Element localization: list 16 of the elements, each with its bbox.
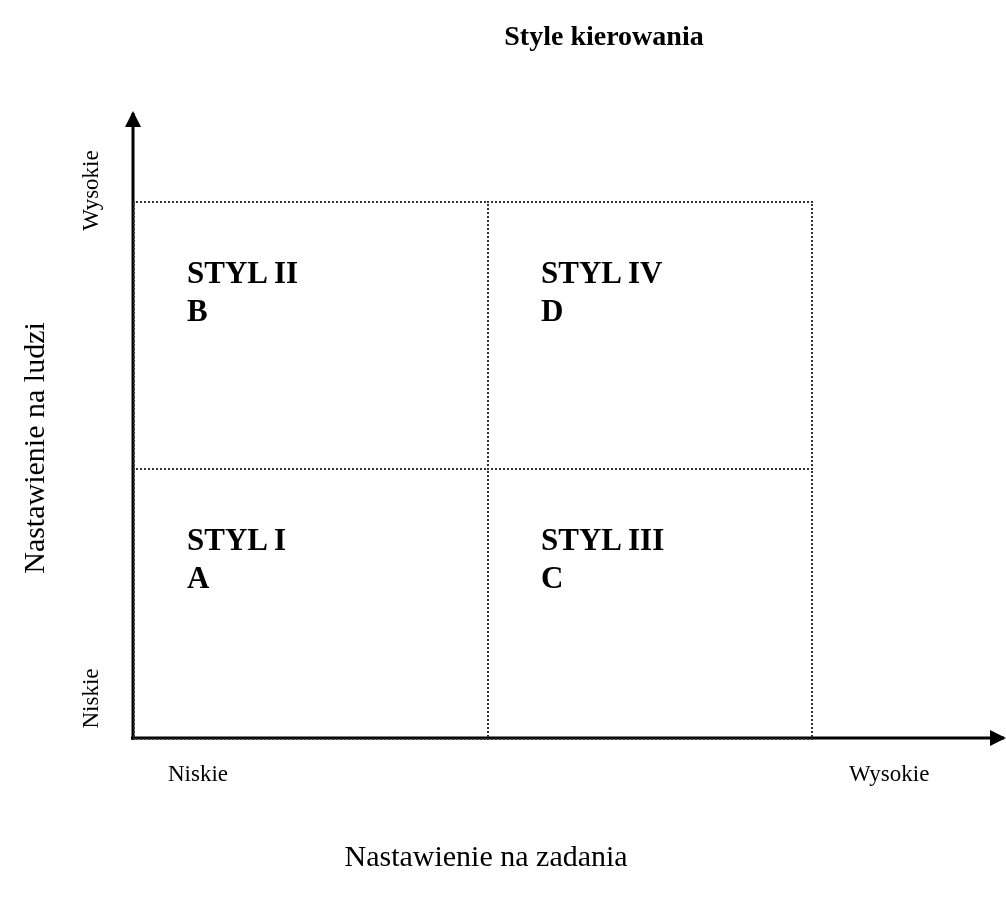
style-name: STYL III (541, 522, 665, 558)
axis-tick-label: Wysokie (849, 761, 930, 785)
style-letter: A (187, 560, 210, 596)
axis-tick-label: Niskie (168, 761, 229, 785)
style-name: STYL II (187, 255, 299, 291)
style-letter: D (541, 293, 564, 329)
style-letter: C (541, 560, 564, 596)
chart-title: Style kierowania (503, 22, 705, 50)
axis-title: Nastawienie na zadania (344, 841, 628, 871)
axis-title: Nastawienie na ludzi (18, 322, 49, 574)
axis-tick-label: Wysokie (78, 149, 102, 231)
style-name: STYL IV (541, 255, 663, 291)
style-letter: B (187, 293, 208, 329)
style-name: STYL I (187, 522, 287, 558)
quadrant-cell (133, 468, 489, 740)
axis-tick-label: Niskie (78, 667, 102, 729)
